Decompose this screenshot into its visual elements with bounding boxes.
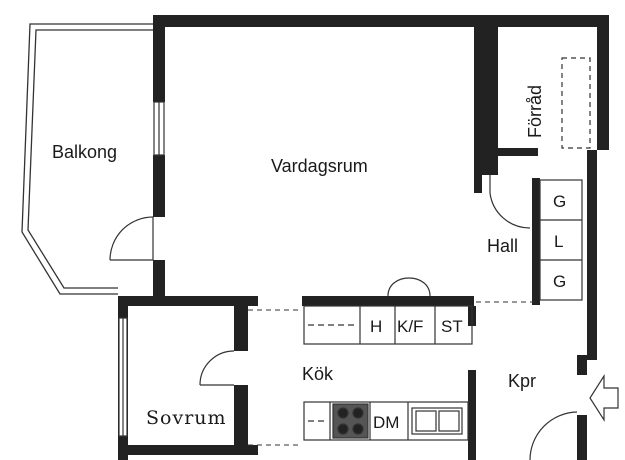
balcony bbox=[21, 23, 153, 295]
kitchen-bottom-counter bbox=[303, 401, 469, 441]
hall-closets bbox=[539, 179, 583, 301]
room-label-sovrum: Sovrum bbox=[146, 407, 227, 429]
room-label-vardagsrum: Vardagsrum bbox=[271, 156, 368, 176]
room-label-hall: Hall bbox=[487, 236, 518, 256]
windows bbox=[118, 101, 165, 437]
room-label-kpr: Kpr bbox=[508, 371, 536, 391]
room-label-kok: Kök bbox=[302, 364, 334, 384]
closet-label-2: L bbox=[554, 232, 563, 251]
room-label-forrad: Förråd bbox=[525, 85, 545, 138]
kitchen-label-h: H bbox=[370, 317, 382, 336]
dashed-lines bbox=[248, 301, 540, 446]
closet-label-3: G bbox=[553, 272, 566, 291]
kitchen-label-kf: K/F bbox=[397, 317, 423, 336]
closet-label-1: G bbox=[553, 192, 566, 211]
kitchen-label-st: ST bbox=[441, 317, 463, 336]
walls bbox=[118, 15, 609, 460]
kitchen-top-counter bbox=[303, 277, 473, 345]
room-label-balkong: Balkong bbox=[52, 142, 117, 162]
kitchen-label-dm: DM bbox=[373, 413, 399, 432]
doors bbox=[109, 57, 619, 460]
